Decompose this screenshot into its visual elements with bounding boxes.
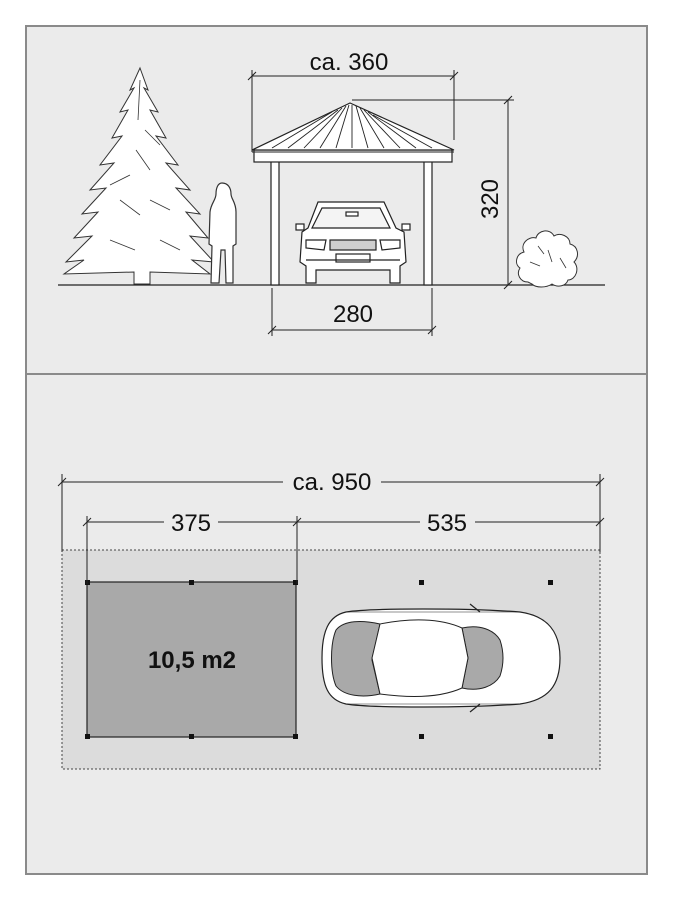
roof-width-dimension [247, 70, 459, 152]
plan-dimensions [57, 474, 605, 584]
plan-view: 10,5 m2 [61, 549, 601, 770]
height-label: 320 [477, 179, 504, 219]
elevation-view [58, 66, 605, 288]
tree-icon [62, 66, 216, 285]
carport-length-label: 375 [171, 510, 211, 537]
parking-length-label: 535 [427, 510, 467, 537]
total-length-dimension [57, 474, 605, 552]
carport-structure [251, 102, 455, 286]
height-dimension [352, 95, 514, 290]
right-post [423, 158, 433, 286]
total-length-label: ca. 950 [293, 469, 372, 496]
left-post [270, 158, 280, 286]
top-view-car-icon [321, 603, 561, 713]
roof-width-label: ca. 360 [310, 49, 389, 76]
roofed-area-label: 10,5 m2 [148, 647, 236, 674]
shrub-icon [516, 230, 578, 288]
post-spacing-label: 280 [333, 301, 373, 328]
segment-dimension-line [82, 516, 605, 584]
parking-markers [419, 580, 553, 739]
front-car-icon [295, 201, 411, 284]
person-icon [208, 182, 237, 284]
elevation-dimensions [247, 70, 514, 336]
post-spacing-dimension [267, 288, 437, 336]
